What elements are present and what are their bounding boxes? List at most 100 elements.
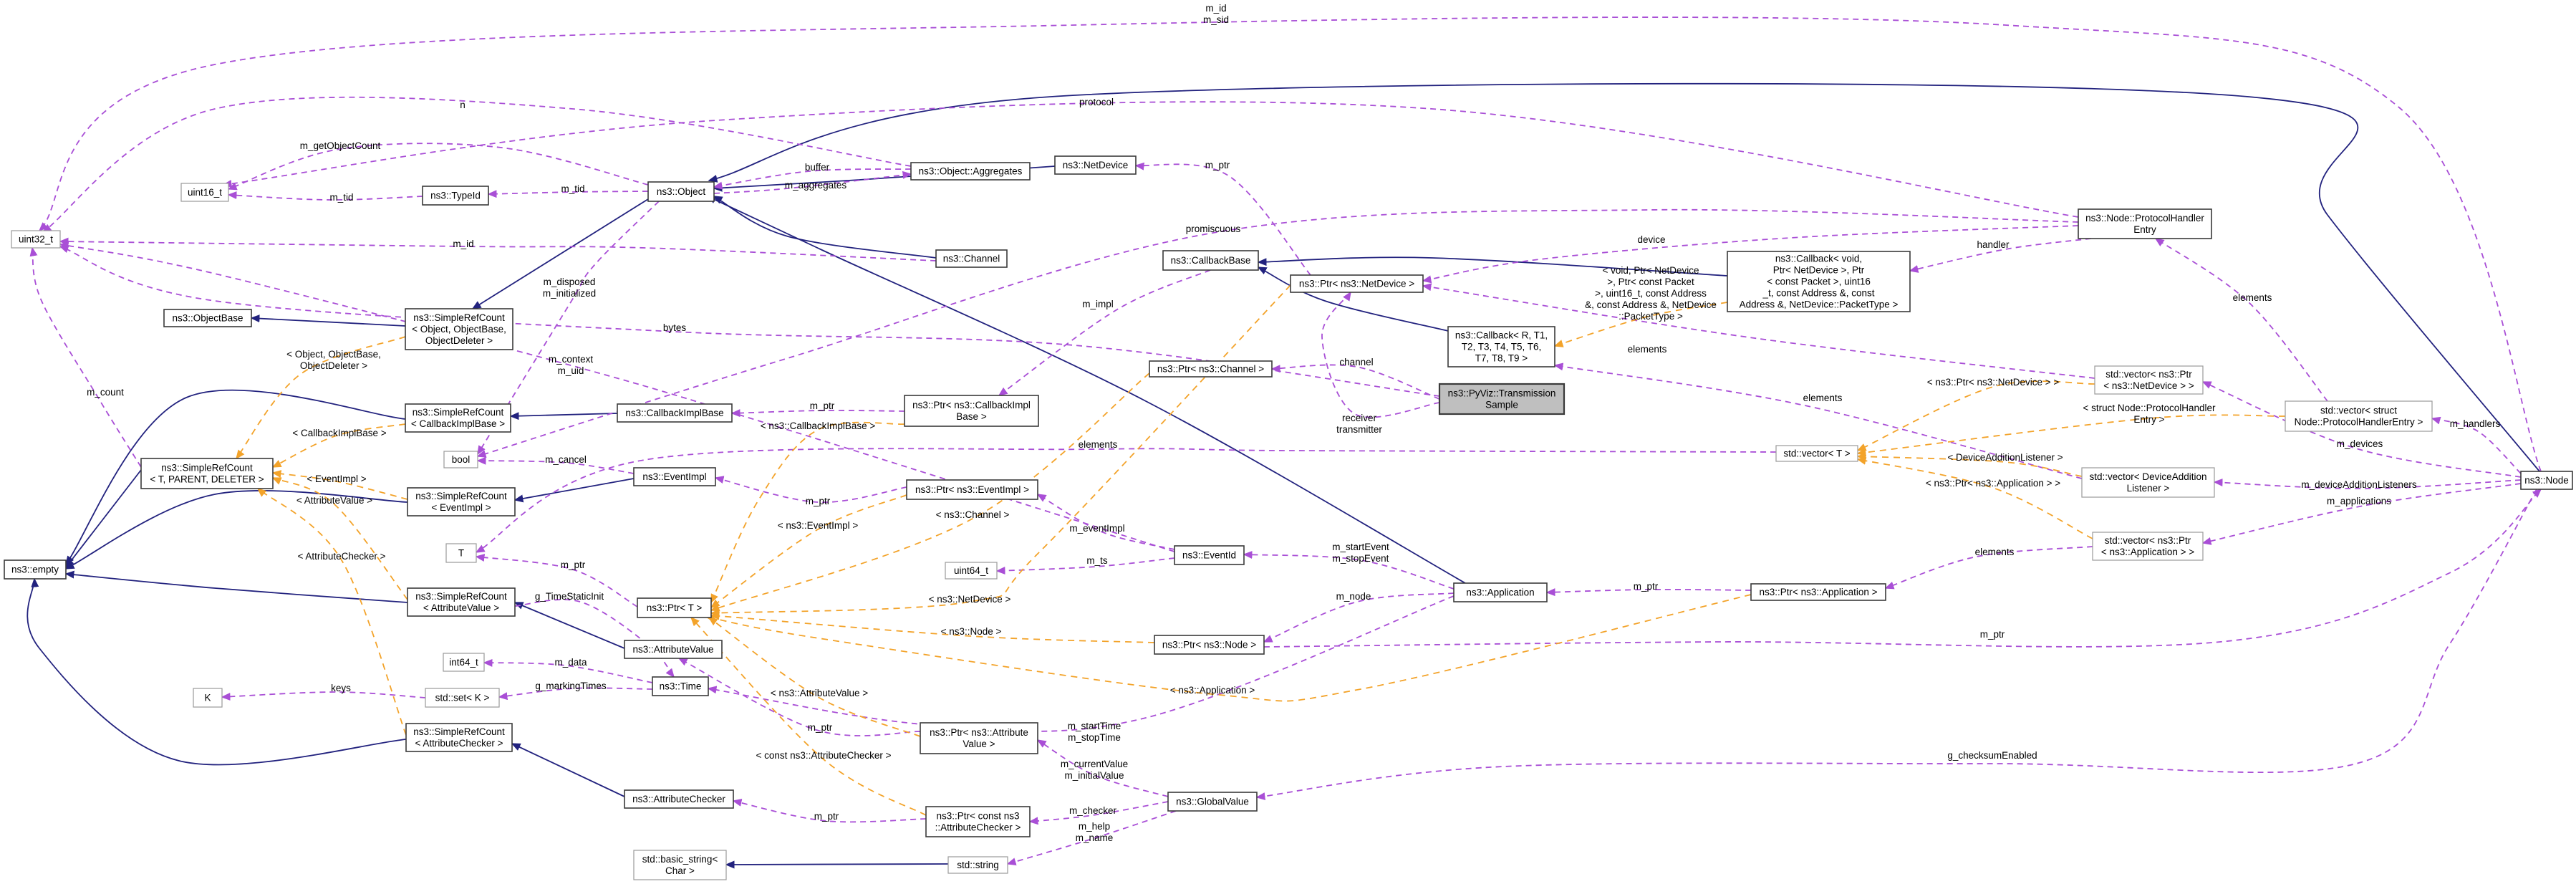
lbl-m-data: m_data [554,657,587,668]
lbl-m-ptr-ac: m_ptr [814,811,839,822]
edge-use-object-bool [477,201,660,456]
node-typeid[interactable]: ns3::TypeId [422,186,489,206]
node-box-std-string [947,856,1008,874]
node-label-src-cib: ns3::SimpleRefCount< CallbackImplBase > [411,407,505,429]
edge-inh-av-srcav [513,602,625,649]
edge-tpl-srccib-srctpd [271,423,406,468]
node-ptr-netdevice[interactable]: ns3::Ptr< ns3::NetDevice > [1290,274,1424,293]
node-time[interactable]: ns3::Time [652,676,709,696]
node-src-object[interactable]: ns3::SimpleRefCount< Object, ObjectBase,… [405,308,513,350]
node-label-attributevalue: ns3::AttributeValue [632,644,713,655]
lbl-tpl-vec-netdevice: < ns3::Ptr< ns3::NetDevice > > [1927,377,2060,388]
node-callback-void[interactable]: ns3::Callback< void,Ptr< NetDevice >, Pt… [1727,251,1911,312]
edge-use-aggregates-object [713,168,912,190]
node-box-src-av [407,587,516,617]
lbl-tpl-eventimpl: < EventImpl > [307,474,366,484]
node-node[interactable]: ns3::Node [2520,471,2573,490]
node-src-cib[interactable]: ns3::SimpleRefCount< CallbackImplBase > [405,403,511,433]
edge-tpl-ptrchannel-ptrt [710,373,1150,612]
node-ptr-eventimpl[interactable]: ns3::Ptr< ns3::EventImpl > [906,479,1038,500]
lbl-m-ts: m_ts [1086,555,1108,566]
edge-inh-callbackgen-callbackbase [1257,266,1449,332]
node-label-callback-generic: ns3::Callback< R, T1,T2, T3, T4, T5, T6,… [1455,330,1548,364]
node-uint32-t: uint32_t [11,230,61,249]
node-label-uint64-t: uint64_t [954,565,988,576]
edge-use-vecdal-callbackgen [1553,362,2083,479]
edge-use-node-vecnd [2201,381,2522,478]
node-label-callback-void: ns3::Callback< void,Ptr< NetDevice >, Pt… [1740,254,1899,310]
node-ptr-application[interactable]: ns3::Ptr< ns3::Application > [1750,583,1886,601]
node-callback-generic[interactable]: ns3::Callback< R, T1,T2, T3, T4, T5, T6,… [1447,326,1555,367]
node-aggregates[interactable]: ns3::Object::Aggregates [910,162,1031,181]
node-box-pyviz-transmission-sample [1438,383,1566,415]
node-label-netdevice: ns3::NetDevice [1063,160,1129,170]
node-attributevalue[interactable]: ns3::AttributeValue [624,640,723,659]
node-src-tpd[interactable]: ns3::SimpleRefCount< T, PARENT, DELETER … [140,458,274,489]
lbl-m-count: m_count [87,387,124,398]
node-netdevice[interactable]: ns3::NetDevice [1054,155,1137,175]
edge-use-pyviz-ptrnd [1321,291,1440,418]
node-ptr-t[interactable]: ns3::Ptr< T > [637,597,712,618]
node-ptr-attributechecker[interactable]: ns3::Ptr< const ns3::AttributeChecker > [925,806,1031,837]
lbl-tpl-object: < Object, ObjectBase,ObjectDeleter > [286,349,381,371]
node-src-av[interactable]: ns3::SimpleRefCount< AttributeValue > [407,587,516,617]
lbl-m-deviceadditionlisteners: m_deviceAdditionListeners [2301,479,2417,490]
node-box-t [445,543,477,563]
node-empty[interactable]: ns3::empty [4,559,67,580]
edge-tpl-ptrnd-ptrt [710,284,1291,617]
node-callbackbase[interactable]: ns3::CallbackBase [1162,250,1259,271]
edge-use-phe-bool [476,208,2079,458]
lbl-elements-e: elements [1079,439,1118,450]
node-label-src-ac: ns3::SimpleRefCount< AttributeChecker > [413,726,505,749]
node-label-eventid: ns3::EventId [1182,550,1236,561]
node-box-attributechecker [624,789,734,809]
node-ptr-node[interactable]: ns3::Ptr< ns3::Node > [1154,635,1265,655]
node-objectbase[interactable]: ns3::ObjectBase [163,309,252,327]
node-box-ptr-cib [904,395,1039,427]
lbl-m-tid-left: m_tid [329,192,353,203]
node-box-uint16-t [180,183,229,202]
node-ptr-channel[interactable]: ns3::Ptr< ns3::Channel > [1149,360,1273,378]
node-eventimpl[interactable]: ns3::EventImpl [633,467,716,486]
node-box-channel [935,249,1008,268]
node-box-callback-generic [1447,326,1555,367]
edge-use-srctpd-uint32 [29,246,142,468]
node-src-ac[interactable]: ns3::SimpleRefCount< AttributeChecker > [405,723,513,752]
node-attributechecker[interactable]: ns3::AttributeChecker [624,789,734,809]
node-object[interactable]: ns3::Object [647,181,715,202]
lbl-g-markingtimes: g_markingTimes [535,681,607,691]
node-src-eventimpl[interactable]: ns3::SimpleRefCount< EventImpl > [407,487,516,517]
node-label-eventimpl: ns3::EventImpl [642,471,706,482]
edge-use-application-ptrnode [1263,592,1455,643]
node-globalvalue[interactable]: ns3::GlobalValue [1167,792,1258,812]
node-label-channel: ns3::Channel [943,254,1000,264]
node-label-src-tpd: ns3::SimpleRefCount< T, PARENT, DELETER … [150,463,264,485]
node-application[interactable]: ns3::Application [1453,582,1548,602]
node-label-attributechecker: ns3::AttributeChecker [632,794,725,804]
edge-tpl-srcobj-srctpd [236,336,406,460]
edge-use-setk-k [221,691,426,701]
lbl-m-ptr-netdevice: m_ptr [1205,160,1230,170]
lbl-tpl-attributechecker: < AttributeChecker > [297,551,385,562]
lbl-m-id: m_id [453,239,473,249]
edge-use-aggregates-uint32 [42,96,912,233]
edge-tpl-vecnd-vectort [1856,380,2095,451]
node-channel[interactable]: ns3::Channel [935,249,1008,268]
node-cib[interactable]: ns3::CallbackImplBase [617,403,733,423]
edge-tpl-ptrav-ptrt [708,617,921,737]
node-vector-app: std::vector< ns3::Ptr< ns3::Application … [2092,532,2204,561]
node-label-ptr-node: ns3::Ptr< ns3::Node > [1162,640,1256,650]
node-box-typeid [422,186,489,206]
node-eventid[interactable]: ns3::EventId [1174,545,1245,565]
